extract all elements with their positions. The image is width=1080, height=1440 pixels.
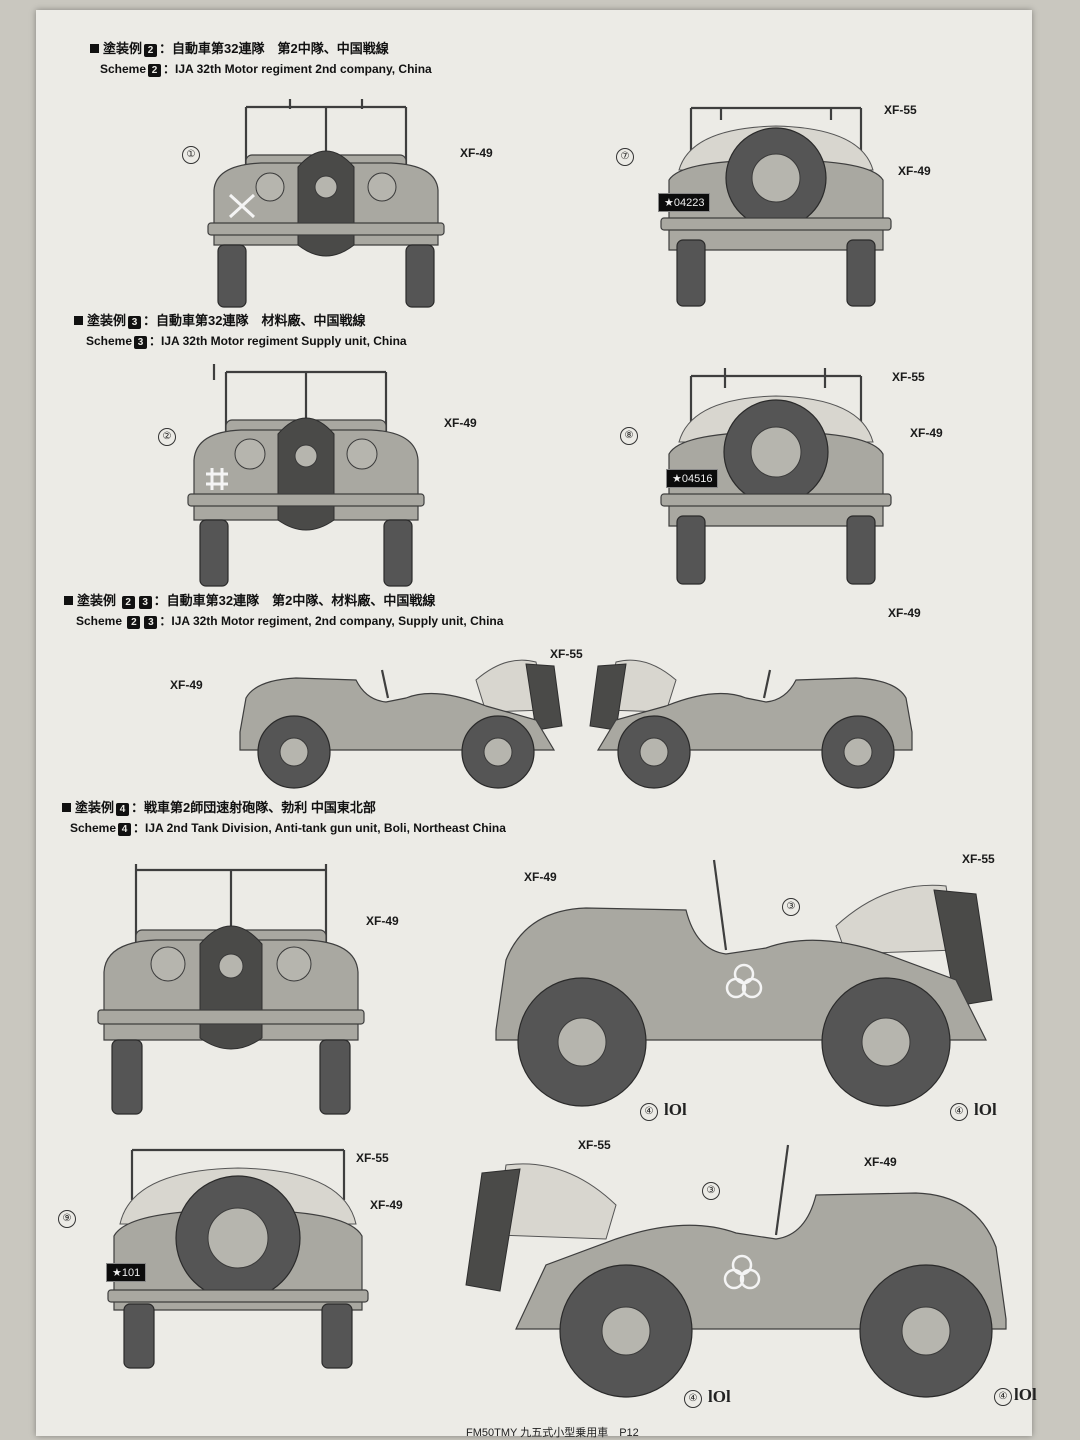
paint-callout-xf49: XF-49 [524, 870, 557, 884]
decal-number-4: ④ [640, 1103, 658, 1121]
scheme-4-rear-view [107, 1148, 369, 1369]
paint-callout-xf55: XF-55 [892, 370, 925, 384]
scheme-2-3-right-side-view [589, 659, 913, 789]
decal-number-8: ⑧ [620, 427, 638, 445]
decal-number-9: ⑨ [58, 1210, 76, 1228]
wheel-marking: lOl [664, 1100, 687, 1119]
paint-callout-xf49: XF-49 [370, 1198, 403, 1212]
scheme-4-front-view [97, 864, 365, 1115]
decal-number-4: ④ [684, 1390, 702, 1408]
scheme-4-left-side-view [495, 859, 993, 1107]
wheel-marking: lOl [974, 1100, 997, 1119]
scheme-3-front-view [187, 364, 425, 587]
paint-callout-xf49: XF-49 [366, 914, 399, 928]
decal-number-1: ① [182, 146, 200, 164]
wheel-marking: lOl [1014, 1385, 1037, 1404]
wheel-marking: lOl [708, 1387, 731, 1406]
paint-callout-xf49: XF-49 [460, 146, 493, 160]
paint-callout-xf55: XF-55 [884, 103, 917, 117]
decal-number-3: ③ [702, 1182, 720, 1200]
page-footer: FM50TMY 九五式小型乗用車 P12 [466, 1427, 639, 1439]
paint-callout-xf49: XF-49 [898, 164, 931, 178]
decal-number-2: ② [158, 428, 176, 446]
paint-callout-xf49: XF-49 [888, 606, 921, 620]
decal-number-3: ③ [782, 898, 800, 916]
scheme-2-rear-view [660, 106, 892, 307]
paint-callout-xf49: XF-49 [170, 678, 203, 692]
paint-callout-xf55: XF-55 [578, 1138, 611, 1152]
scheme-4-right-side-view [465, 1144, 1007, 1398]
paint-callout-xf49: XF-49 [444, 416, 477, 430]
paint-callout-xf55: XF-55 [356, 1151, 389, 1165]
decal-number-4: ④ [994, 1388, 1012, 1406]
paint-callout-xf49: XF-49 [864, 1155, 897, 1169]
paint-callout-xf55: XF-55 [962, 852, 995, 866]
decal-number-7: ⑦ [616, 148, 634, 166]
paint-callout-xf55: XF-55 [550, 647, 583, 661]
license-plate-9: ★101 [106, 1263, 147, 1282]
license-plate-7: ★04223 [658, 193, 711, 212]
paint-callout-xf49: XF-49 [910, 426, 943, 440]
license-plate-8: ★04516 [666, 469, 719, 488]
scheme-2-3-left-side-view [239, 659, 563, 789]
scheme-3-rear-view [660, 368, 892, 585]
scheme-2-front-view [207, 99, 445, 308]
decal-number-4: ④ [950, 1103, 968, 1121]
